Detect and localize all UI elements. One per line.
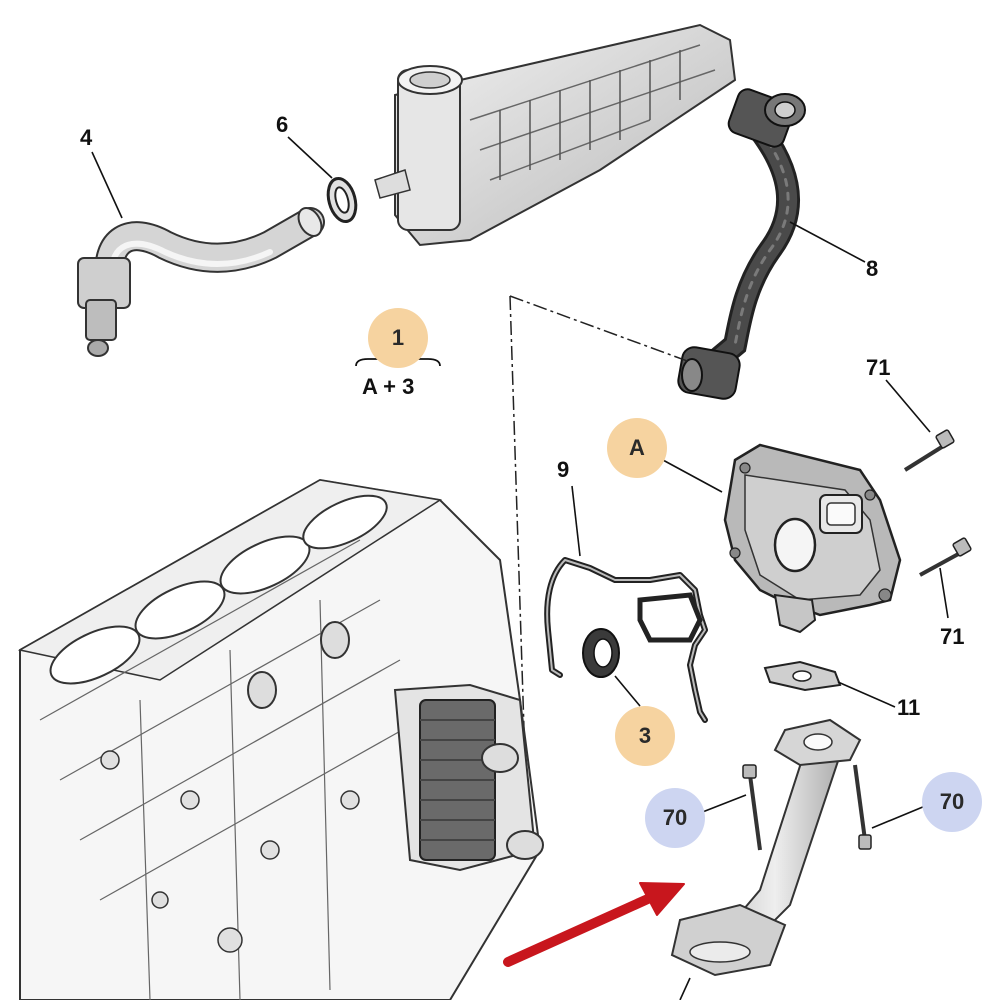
breather-hose-4	[77, 207, 325, 357]
callout-3: 3	[615, 706, 675, 766]
oil-pump-cover-A	[723, 443, 902, 634]
bolt-71-upper	[903, 429, 955, 472]
callout-70-left: 70	[645, 788, 705, 848]
part-label-71-lower: 71	[940, 624, 965, 649]
indicator-arrow	[503, 882, 685, 967]
clamp-ring-6	[326, 176, 358, 224]
callout-A: A	[607, 418, 667, 478]
part-label-4: 4	[80, 125, 93, 150]
intake-manifold	[374, 23, 737, 247]
part-label-71-upper: 71	[866, 355, 891, 380]
hose-8	[677, 88, 806, 400]
seal-ring-3	[582, 628, 620, 678]
oil-pickup-pipe	[670, 718, 872, 977]
bolt-71-lower	[919, 537, 972, 577]
part-label-8: 8	[866, 256, 879, 281]
leader-lines	[91, 136, 949, 1000]
callout-1: 1	[368, 308, 428, 368]
gasket-11	[763, 660, 842, 692]
callout-70-right: 70	[922, 772, 982, 832]
part-label-6: 6	[276, 112, 289, 137]
assembly-note: A + 3	[362, 374, 415, 399]
engine-block	[17, 478, 544, 1000]
gasket-9	[544, 557, 708, 723]
part-label-11: 11	[897, 695, 921, 720]
part-label-9: 9	[557, 457, 570, 482]
